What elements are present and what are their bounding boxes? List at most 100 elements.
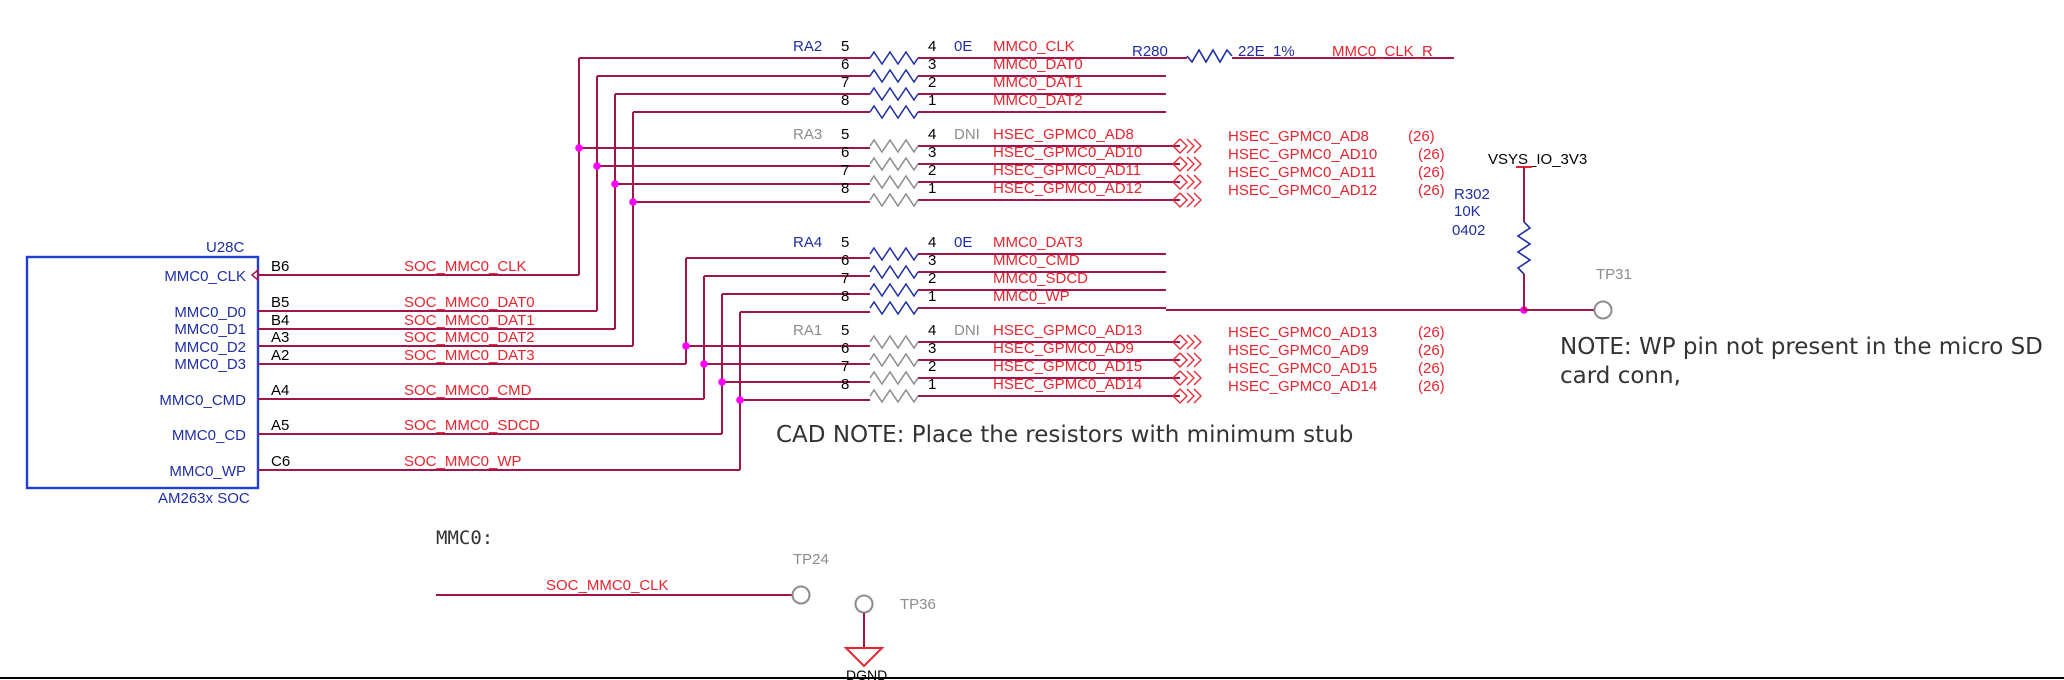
soc-pin-number: A4 (271, 382, 289, 399)
array-refdes: RA1 (793, 322, 822, 339)
array-resistor-icon (869, 264, 919, 280)
r280-symbol (1186, 48, 1233, 64)
array-net-label: HSEC_GPMC0_AD10 (993, 144, 1142, 161)
bottom-testpoints: SOC_MMC0_CLK TP24 TP36 DGND (436, 551, 936, 680)
array-value: 0E (954, 234, 972, 251)
array-pin-right: 4 (928, 322, 936, 339)
array-pin-left: 6 (841, 56, 849, 73)
off-page-net-label: HSEC_GPMC0_AD13 (1228, 324, 1377, 341)
off-page-sheet-ref: (26) (1418, 164, 1445, 181)
off-page-net-label: HSEC_GPMC0_AD12 (1228, 182, 1377, 199)
array-pin-left: 6 (841, 340, 849, 357)
array-pin-left: 5 (841, 126, 849, 143)
array-pin-left: 8 (841, 92, 849, 109)
array-pin-left: 8 (841, 180, 849, 197)
array-pin-right: 3 (928, 144, 936, 161)
array-pin-right: 1 (928, 92, 936, 109)
array-pin-right: 1 (928, 288, 936, 305)
soc-net-label: SOC_MMC0_DAT0 (404, 294, 535, 311)
soc-pin-number: B6 (271, 258, 289, 275)
tp31-label: TP31 (1596, 266, 1632, 283)
array-refdes: RA2 (793, 38, 822, 55)
array-net-label: MMC0_WP (993, 288, 1070, 305)
array-resistor-icon (869, 334, 919, 350)
tp31-pad (1593, 300, 1613, 320)
tp24-label: TP24 (793, 551, 829, 568)
array-pin-right: 2 (928, 270, 936, 287)
array-pin-right: 4 (928, 126, 936, 143)
array-resistor-icon (869, 50, 919, 66)
array-resistor-icon (869, 370, 919, 386)
array-pin-left: 7 (841, 74, 849, 91)
off-page-net-label: HSEC_GPMC0_AD8 (1228, 128, 1369, 145)
off-page-sheet-ref: (26) (1408, 128, 1435, 145)
tp36-label: TP36 (900, 596, 936, 613)
junction-dots (575, 144, 1528, 404)
off-page-net-label: HSEC_GPMC0_AD11 (1228, 164, 1376, 181)
off-page-connector-icon (1193, 388, 1202, 404)
r302-refdes: R302 (1454, 186, 1490, 203)
soc-pin-name: MMC0_WP (169, 463, 246, 480)
array-value: 0E (954, 38, 972, 55)
array-net-label: MMC0_CLK (993, 38, 1075, 55)
array-resistor-icon (869, 156, 919, 172)
bottom-clk-label: SOC_MMC0_CLK (546, 577, 669, 594)
array-pin-right: 2 (928, 358, 936, 375)
array-net-label: MMC0_DAT1 (993, 74, 1083, 91)
off-page-connector-icon (1186, 156, 1195, 172)
soc-pin-number: C6 (271, 453, 290, 470)
off-page-connector-icon (1193, 138, 1202, 154)
r280-value: 22E_1% (1238, 43, 1295, 60)
wp-note-line2: card conn, (1560, 363, 1681, 389)
net-wires (258, 57, 1524, 471)
junction-dot (682, 342, 690, 350)
array-pin-left: 6 (841, 252, 849, 269)
array-pin-left: 5 (841, 322, 849, 339)
array-value: DNI (954, 126, 980, 143)
array-net-label: MMC0_SDCD (993, 270, 1088, 287)
array-pin-left: 8 (841, 376, 849, 393)
array-net-label: MMC0_CMD (993, 252, 1080, 269)
off-page-connector-icon (1193, 352, 1202, 368)
off-page-sheet-ref: (26) (1418, 378, 1445, 395)
off-page-connector-icon (1186, 138, 1195, 154)
off-page-connector-icon (1172, 156, 1188, 172)
array-net-label: MMC0_DAT3 (993, 234, 1083, 251)
soc-pin-number: A3 (271, 329, 289, 346)
array-net-label: HSEC_GPMC0_AD8 (993, 126, 1134, 143)
off-page-connector-icon (1172, 192, 1188, 208)
soc-net-label: SOC_MMC0_WP (404, 453, 522, 470)
r302-package: 0402 (1452, 222, 1485, 239)
junction-dot (736, 396, 744, 404)
array-resistor-icon (869, 282, 919, 298)
off-page-connector-icon (1186, 370, 1195, 386)
off-page-net-label: HSEC_GPMC0_AD14 (1228, 378, 1377, 395)
array-pin-left: 7 (841, 270, 849, 287)
off-page-connector-icon (1186, 388, 1195, 404)
off-page-sheet-ref: (26) (1418, 146, 1445, 163)
array-pin-right: 3 (928, 56, 936, 73)
off-page-sheet-ref: (26) (1418, 342, 1445, 359)
soc-net-label: SOC_MMC0_CLK (404, 258, 527, 275)
array-pin-left: 8 (841, 288, 849, 305)
soc-refdes: U28C (206, 239, 245, 256)
soc-pin-number: A5 (271, 417, 289, 434)
array-pin-right: 2 (928, 162, 936, 179)
off-page-connector-icon (1193, 192, 1202, 208)
array-pin-right: 1 (928, 180, 936, 197)
array-net-label: HSEC_GPMC0_AD12 (993, 180, 1142, 197)
off-page-connector-icon (1186, 192, 1195, 208)
array-pin-left: 6 (841, 144, 849, 161)
array-resistor-icon (869, 104, 919, 120)
soc-net-label: SOC_MMC0_DAT1 (404, 312, 535, 329)
soc-net-label: SOC_MMC0_DAT3 (404, 347, 535, 364)
soc-pin-name: MMC0_CLK (164, 268, 246, 285)
soc-pin-name: MMC0_D0 (174, 304, 246, 321)
soc-body (25, 255, 260, 490)
junction-dot (611, 180, 619, 188)
soc-net-label: SOC_MMC0_DAT2 (404, 329, 535, 346)
cad-note: CAD NOTE: Place the resistors with minim… (776, 422, 1353, 448)
r302-symbol (1516, 221, 1532, 275)
